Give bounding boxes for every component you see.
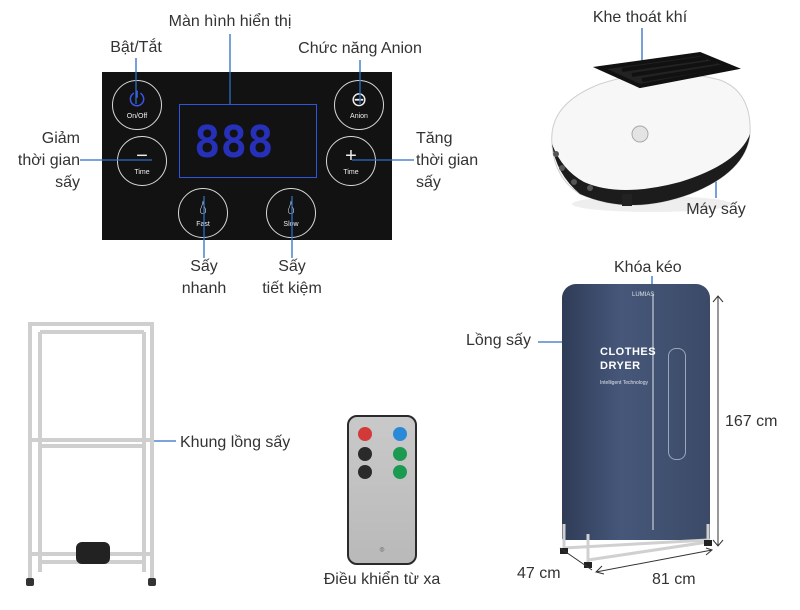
label-slow-line2: tiết kiệm bbox=[262, 280, 322, 297]
label-vent: Khe thoát khí bbox=[592, 9, 688, 26]
remote-slow-button[interactable] bbox=[393, 465, 407, 479]
remote-power-button[interactable] bbox=[358, 427, 372, 441]
remote-anion-button[interactable] bbox=[393, 427, 407, 441]
dimension-width: 81 cm bbox=[652, 571, 696, 588]
remote-fast-button[interactable] bbox=[393, 447, 407, 461]
label-time-down-line1: Giảm bbox=[41, 130, 80, 147]
label-frame: Khung lồng sấy bbox=[180, 434, 291, 451]
cover-brand: LUMIAS bbox=[632, 292, 655, 298]
remote-plus-button[interactable] bbox=[358, 465, 372, 479]
dimension-depth: 47 cm bbox=[517, 565, 561, 582]
label-power: Bật/Tắt bbox=[110, 39, 162, 56]
digital-display: 888 bbox=[179, 104, 317, 178]
vent-grille bbox=[592, 51, 741, 89]
power-caption: On/Off bbox=[126, 113, 148, 120]
slow-caption: Slow bbox=[283, 221, 299, 228]
fast-dry-button[interactable]: 💧︎ Fast bbox=[178, 188, 228, 238]
time-down-caption: Time bbox=[134, 169, 150, 176]
time-down-button[interactable]: − Time bbox=[117, 136, 167, 186]
display-digits: 888 bbox=[194, 117, 274, 168]
cover-title-line1: CLOTHES bbox=[600, 346, 657, 358]
label-fast: Sấy nhanh bbox=[164, 256, 244, 300]
label-display: Màn hình hiển thị bbox=[168, 13, 292, 30]
label-remote: Điều khiển từ xa bbox=[323, 571, 441, 588]
label-time-up-line3: sấy bbox=[416, 174, 441, 191]
rack-frame-illustration bbox=[26, 322, 156, 586]
label-dryer-unit: Máy sấy bbox=[686, 201, 746, 218]
minus-icon: − bbox=[136, 145, 148, 167]
power-icon: ⏻ bbox=[129, 89, 145, 111]
minus-circle-icon: ⊖ bbox=[350, 89, 368, 111]
label-time-up: Tăng thời gian sấy bbox=[416, 128, 478, 194]
droplet-icon: 💧︎ bbox=[287, 197, 295, 219]
plus-icon: + bbox=[345, 145, 357, 167]
remote-minus-button[interactable] bbox=[358, 447, 372, 461]
cover-subtitle: Intelligent Technology bbox=[600, 380, 648, 386]
slow-dry-button[interactable]: 💧︎ Slow bbox=[266, 188, 316, 238]
time-up-button[interactable]: + Time bbox=[326, 136, 376, 186]
remote-brand-logo: ◎ bbox=[379, 547, 385, 553]
label-time-up-line2: thời gian bbox=[416, 152, 479, 169]
dimension-height: 167 cm bbox=[725, 413, 778, 430]
label-time-down-line3: sấy bbox=[55, 174, 80, 191]
cover-icon-panel bbox=[668, 348, 686, 460]
remote-control: ◎ bbox=[347, 415, 417, 565]
label-slow-line1: Sấy bbox=[278, 258, 306, 275]
fast-caption: Fast bbox=[196, 221, 210, 228]
rack-heater-unit bbox=[76, 542, 110, 564]
cover-title-line2: DRYER bbox=[600, 360, 641, 372]
anion-button[interactable]: ⊖ Anion bbox=[334, 80, 384, 130]
label-anion: Chức năng Anion bbox=[298, 40, 422, 57]
droplet-icon: 💧︎ bbox=[199, 197, 207, 219]
label-fast-line2: nhanh bbox=[181, 280, 227, 297]
power-button[interactable]: ⏻ On/Off bbox=[112, 80, 162, 130]
anion-caption: Anion bbox=[350, 113, 368, 120]
dryer-unit-illustration bbox=[551, 51, 751, 212]
label-cover: Lồng sấy bbox=[466, 332, 531, 349]
cover-base-frame bbox=[560, 524, 712, 568]
label-time-down-line2: thời gian bbox=[17, 152, 80, 169]
label-slow: Sấy tiết kiệm bbox=[252, 256, 332, 300]
label-fast-line1: Sấy bbox=[190, 258, 218, 275]
zipper-line bbox=[652, 294, 654, 530]
label-zipper: Khóa kéo bbox=[614, 259, 682, 276]
time-up-caption: Time bbox=[343, 169, 359, 176]
label-time-down: Giảm thời gian sấy bbox=[0, 128, 80, 194]
dryer-cover: LUMIAS CLOTHES DRYER Intelligent Technol… bbox=[562, 284, 710, 540]
label-time-up-line1: Tăng bbox=[416, 130, 453, 147]
control-panel: ⏻ On/Off ⊖ Anion − Time + Time 💧︎ Fast 💧… bbox=[102, 72, 392, 240]
